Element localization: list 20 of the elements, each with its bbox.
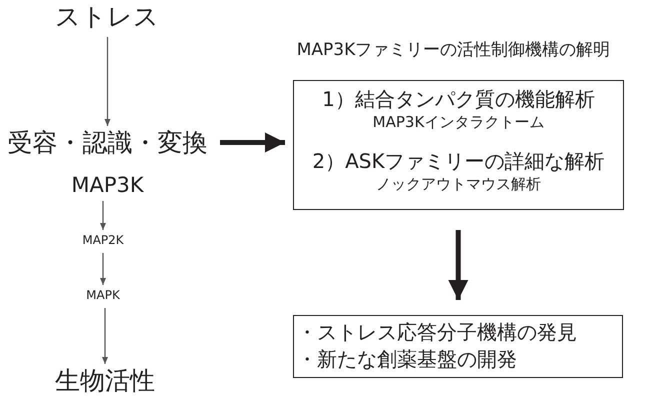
arrow (100, 253, 106, 285)
item-subtext: MAP3Kインタラクトーム (372, 115, 546, 130)
heading: MAP3Kファミリーの活性制御機構の解明 (296, 42, 612, 59)
thick-arrow (220, 132, 285, 152)
thick-arrow (448, 230, 468, 300)
label-text: 生物活性 (55, 368, 155, 393)
label-text: MAPK (85, 289, 121, 301)
item-heading: 1）結合タンパク質の機能解析 (321, 89, 596, 109)
bullet-line: ・ストレス応答分子機構の発見 (297, 322, 577, 342)
arrow (100, 201, 106, 230)
bullet-line: ・新たな創薬基盤の開発 (297, 349, 517, 369)
result-box (293, 315, 623, 378)
label-text: 受容・認識・変換 (6, 130, 208, 155)
item-heading: 2）ASKファミリーの詳細な解析 (311, 151, 606, 171)
arrow (104, 37, 110, 126)
label-text: ストレス (55, 4, 155, 29)
arrow (102, 308, 108, 364)
kinase-label: MAP3K (70, 175, 145, 196)
label-text: MAP2K (81, 234, 125, 246)
item-subtext: ノックアウトマウス解析 (375, 177, 542, 192)
